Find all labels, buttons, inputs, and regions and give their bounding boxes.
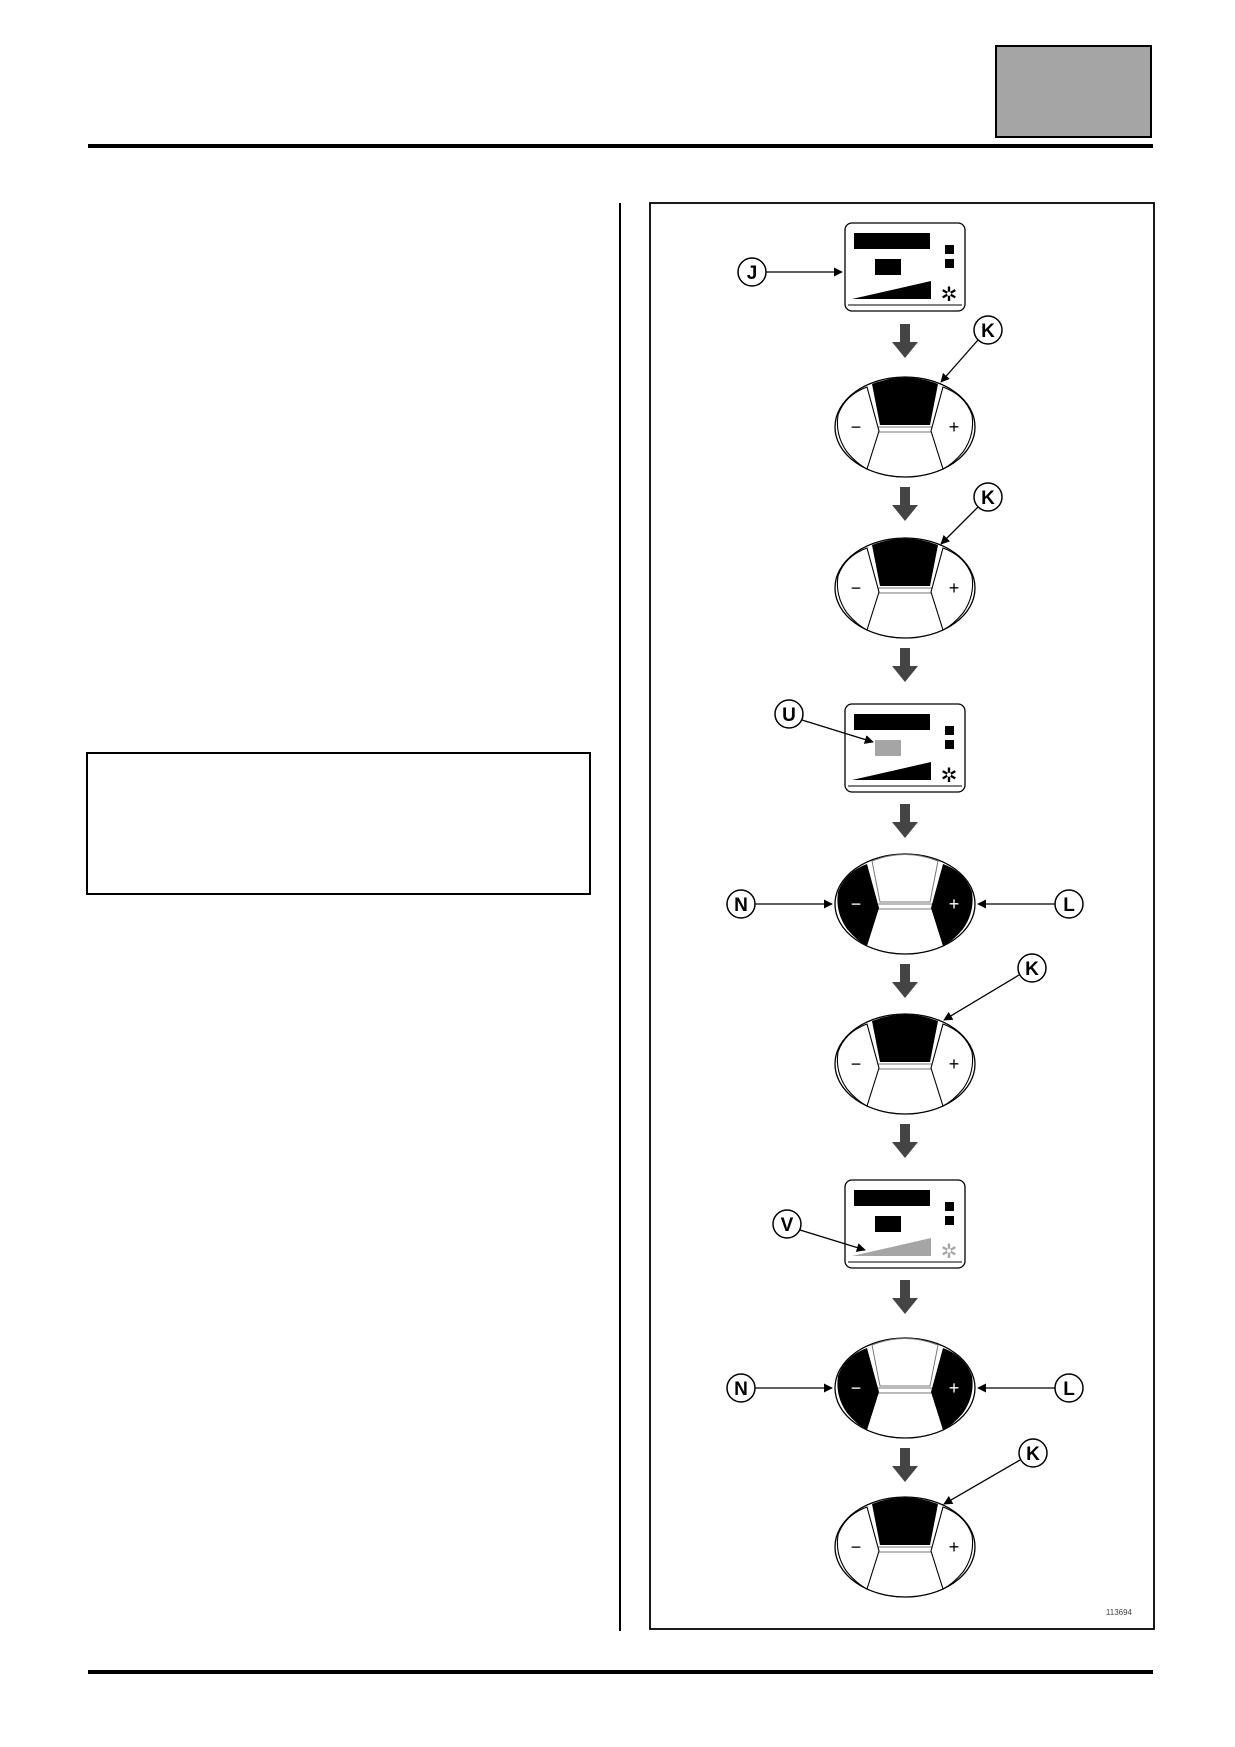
display-panel-v: ✲ [844, 1179, 966, 1269]
minus-button-sign: − [851, 1537, 862, 1557]
svg-text:✲: ✲ [941, 1239, 958, 1263]
callout-j: J [737, 257, 843, 287]
svg-text:K: K [981, 321, 995, 342]
footer-rule [88, 1670, 1153, 1674]
callout-k-1: K [940, 315, 1003, 383]
svg-text:K: K [1025, 959, 1039, 980]
svg-text:U: U [782, 705, 796, 726]
callout-v: V [772, 1209, 866, 1252]
minus-button-sign: − [851, 894, 862, 914]
section-tab [995, 45, 1152, 138]
plus-button-sign: + [949, 417, 960, 437]
callout-l-1: L [977, 889, 1084, 919]
plus-button-sign: + [949, 578, 960, 598]
figure-reference-number: 113694 [1106, 1608, 1133, 1617]
callout-l-2: L [977, 1373, 1084, 1403]
note-box [86, 752, 591, 895]
svg-text:L: L [1063, 1379, 1075, 1400]
column-divider [619, 203, 621, 1631]
svg-text:K: K [981, 488, 995, 509]
procedure-figure: ✲ J − + K − + K ✲ U [649, 202, 1155, 1630]
svg-text:K: K [1026, 1444, 1040, 1465]
display-panel-j [844, 222, 966, 312]
minus-button-sign: − [851, 578, 862, 598]
plus-button-sign: + [949, 1378, 960, 1398]
minus-button-sign: − [851, 1054, 862, 1074]
svg-text:✲: ✲ [941, 763, 958, 787]
callout-n-1: N [726, 889, 833, 919]
minus-button-sign: − [851, 1378, 862, 1398]
svg-text:J: J [747, 263, 758, 284]
callout-n-2: N [726, 1373, 833, 1403]
callout-k-3: K [943, 953, 1047, 1021]
minus-button-sign: − [851, 417, 862, 437]
callout-k-2: K [940, 482, 1003, 545]
plus-button-sign: + [949, 1054, 960, 1074]
callout-k-4: K [943, 1438, 1048, 1505]
callout-u: U [774, 699, 874, 744]
plus-button-sign: + [949, 1537, 960, 1557]
header-rule [88, 144, 1153, 148]
svg-text:L: L [1063, 895, 1075, 916]
plus-button-sign: + [949, 894, 960, 914]
svg-text:V: V [781, 1215, 794, 1236]
svg-text:N: N [734, 1379, 748, 1400]
svg-text:N: N [734, 895, 748, 916]
display-panel-u: ✲ [844, 703, 966, 793]
